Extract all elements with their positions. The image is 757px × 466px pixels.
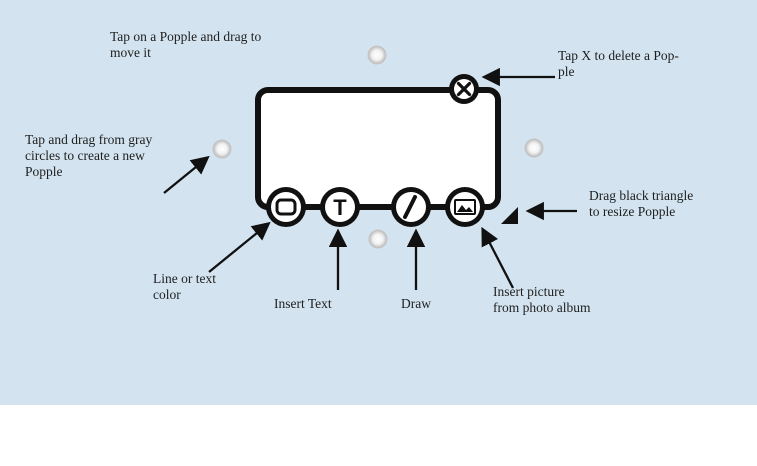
triangle-resize-icon[interactable] [501,207,518,224]
label-delete: Tap X to delete a Pop- ple [558,48,679,79]
label-move: Tap on a Popple and drag to move it [110,29,262,60]
label-create: Tap and drag from gray circles to create… [25,132,153,179]
popple-box[interactable] [255,87,501,210]
color-button[interactable] [266,187,306,227]
pencil-icon [403,195,417,219]
text-t-icon: T [333,195,347,220]
arrow-color [208,221,271,273]
create-handle-top[interactable] [367,45,387,65]
arrows [163,67,577,290]
insert-picture-button[interactable] [445,187,485,227]
arrow-create [163,155,210,194]
rounded-rect-icon [275,198,297,216]
arrow-picture [481,226,515,289]
create-handle-right[interactable] [524,138,544,158]
label-draw: Draw [401,296,431,311]
draw-button[interactable] [391,187,431,227]
popple-diagram: T [163,45,577,290]
label-picture: Insert picture from photo album [493,284,591,315]
label-text: Insert Text [274,296,332,311]
photo-icon [454,199,476,215]
label-color: Line or text color [153,271,216,302]
canvas: T Tap on a Popple [0,0,757,405]
insert-text-button[interactable]: T [320,187,360,227]
close-icon[interactable] [449,74,479,104]
create-handle-left[interactable] [212,139,232,159]
label-resize: Drag black triangle to resize Popple [589,188,694,219]
create-handle-bottom[interactable] [368,229,388,249]
